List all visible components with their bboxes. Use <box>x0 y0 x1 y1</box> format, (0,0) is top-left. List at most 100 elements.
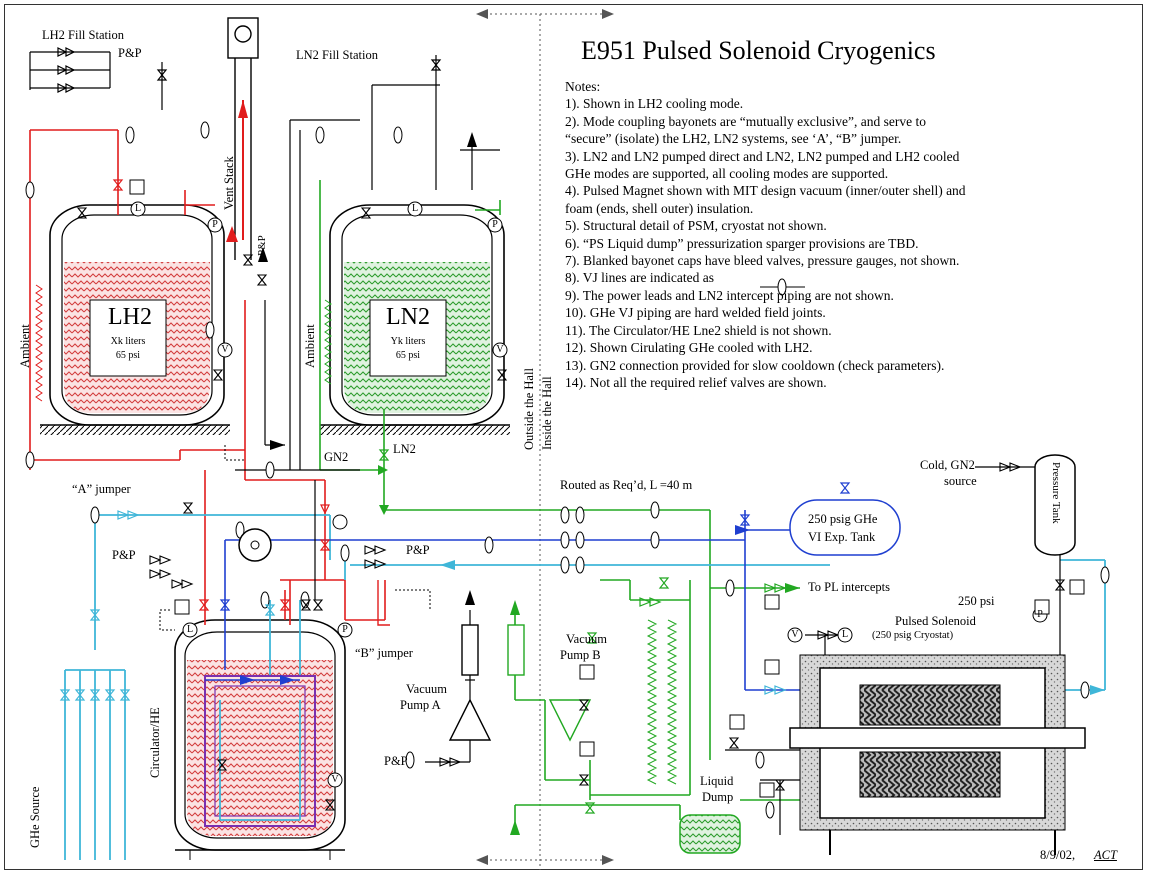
b-jumper-label: “B” jumper <box>355 646 413 660</box>
pressure-indicator-letter: P <box>492 219 498 230</box>
vacuum-a-label-1: Vacuum <box>406 682 447 696</box>
gn2-heat-exchanger <box>324 299 678 785</box>
ambient-ln2-label: Ambient <box>303 324 317 368</box>
ln2-tank-label: LN2 <box>386 304 430 330</box>
vacuum-pump-a <box>448 624 492 741</box>
ln2-down-arrow <box>379 505 389 515</box>
vacuum-b-label-1: Vacuum <box>566 632 607 646</box>
pp-label-1: P&P <box>118 46 142 60</box>
bottom-arrow <box>476 855 614 865</box>
ln2-pressure: 65 psi <box>395 350 421 361</box>
jumpers <box>159 445 431 631</box>
blue-valves <box>219 482 851 611</box>
ln2-label: LN2 <box>393 442 416 456</box>
note-line: 9). The power leads and LN2 intercept pi… <box>565 287 894 303</box>
pulsed-solenoid-label: Pulsed Solenoid <box>895 614 976 628</box>
note-line: 4). Pulsed Magnet shown with MIT design … <box>565 183 966 199</box>
note-line: GHe modes are supported, all cooling mod… <box>565 166 889 182</box>
ghe-valves <box>59 510 787 701</box>
pp-label-4: P&P <box>384 754 408 768</box>
vacuum-a-label-2: Pump A <box>400 698 441 712</box>
vacuum-indicator-letter: V <box>496 344 504 355</box>
vent-stack-label: Vent Stack <box>222 156 236 210</box>
page-title: E951 Pulsed Solenoid Cryogenics <box>581 36 936 65</box>
red-valves <box>112 179 331 611</box>
pulsed-solenoid <box>789 654 1086 855</box>
outside-hall-label: Outside the Hall <box>522 368 536 450</box>
lh2-fill-valves <box>29 47 168 110</box>
lh2-wavy <box>35 284 43 402</box>
ln2-dewar <box>320 204 510 435</box>
blue-arrow-3 <box>280 675 295 685</box>
circulator-label: Circulator/HE <box>148 707 162 778</box>
date-label: 8/9/02, <box>1040 848 1076 862</box>
lh2-pressure: 65 psi <box>115 350 141 361</box>
note-line: 10). GHe VJ piping are hard welded field… <box>565 305 826 321</box>
note-line: 1). Shown in LH2 cooling mode. <box>565 96 744 112</box>
ghe-source-label: GHe Source <box>28 786 42 848</box>
author-label: ACT <box>1094 848 1117 862</box>
note-line: 14). Not all the required relief valves … <box>565 374 827 390</box>
note-line: 8). VJ lines are indicated as <box>565 270 714 286</box>
ln2-relief-arrow <box>467 132 477 147</box>
note-line: 12). Shown Cirulating GHe cooled with LH… <box>565 340 813 356</box>
vacuum-indicator-letter: V <box>221 344 229 355</box>
blue-arrow <box>735 525 750 535</box>
vacuum-b-arrow <box>510 600 520 615</box>
pressure-indicator-letter: P <box>342 624 348 635</box>
top-arrow <box>476 9 614 19</box>
psi-250-label: 250 psi <box>958 594 995 608</box>
level-indicator-letter: L <box>186 624 194 635</box>
pp-label-3: P&P <box>406 543 430 557</box>
note-line: 7). Blanked bayonet caps have bleed valv… <box>565 253 960 269</box>
pressure-tank <box>1034 454 1076 556</box>
notes-heading: Notes: <box>565 79 601 94</box>
note-line: 5). Structural detail of PSM, cryostat n… <box>565 218 827 234</box>
lh2-dewar <box>40 204 230 435</box>
vent-arrow <box>238 100 248 118</box>
liquid-dump-label-2: Dump <box>702 790 734 804</box>
cold-gn2-label: Cold, GN2 <box>920 458 975 472</box>
vacuum-b-label-2: Pump B <box>560 648 601 662</box>
level-indicator-letter: L <box>411 203 419 214</box>
vj-joints <box>25 121 1110 819</box>
note-line: 3). LN2 and LN2 pumped direct and LN2, L… <box>565 148 960 164</box>
black-arrow-2 <box>270 440 285 450</box>
note-line: 2). Mode coupling bayonets are “mutually… <box>565 113 927 129</box>
gn2-label: GN2 <box>324 450 349 464</box>
blue-arrow-4 <box>240 675 255 685</box>
note-line: 13). GN2 connection provided for slow co… <box>565 357 945 373</box>
to-pl-label: To PL intercepts <box>808 580 890 594</box>
cold-gn2-source-label: source <box>944 474 977 488</box>
expansion-tank <box>789 499 901 556</box>
lh2-fill-station-label: LH2 Fill Station <box>42 28 124 42</box>
routed-label: Routed as Req’d, L =40 m <box>560 478 693 492</box>
note-line: 11). The Circulator/HE Lne2 shield is no… <box>565 322 832 338</box>
expansion-tank-label-1: 250 psig GHe <box>808 512 878 526</box>
vent-stack <box>227 17 259 260</box>
pp-vent-label: P&P <box>256 235 268 256</box>
vj-symbol <box>760 278 805 296</box>
liquid-dump-label-1: Liquid <box>700 774 734 788</box>
inside-hall-label: Inside the Hall <box>540 376 554 450</box>
ambient-lh2-label: Ambient <box>18 324 32 368</box>
notes-block: Notes: 1). Shown in LH2 cooling mode. 2)… <box>565 78 1005 391</box>
pressure-indicator-letter: P <box>1037 609 1043 620</box>
valves <box>76 207 1066 811</box>
level-indicator-letter: L <box>134 203 142 214</box>
a-jumper-label: “A” jumper <box>72 482 131 496</box>
jumper-red <box>377 580 390 626</box>
vacuum-indicator-letter: V <box>791 629 799 640</box>
instrument-boxes <box>129 179 1085 798</box>
vacuum-indicator-letter: V <box>331 774 339 785</box>
circulator-dewar <box>174 619 346 860</box>
pl-arrow <box>785 583 800 593</box>
liquid-dump-tank <box>679 814 741 854</box>
vacuum-a-arrow <box>465 590 475 605</box>
dump-arrow <box>510 820 520 835</box>
ln2-arrow <box>378 465 388 475</box>
pressure-indicator-letter: P <box>212 219 218 230</box>
instruments <box>130 201 1048 788</box>
vent-arrow-2 <box>226 226 238 242</box>
